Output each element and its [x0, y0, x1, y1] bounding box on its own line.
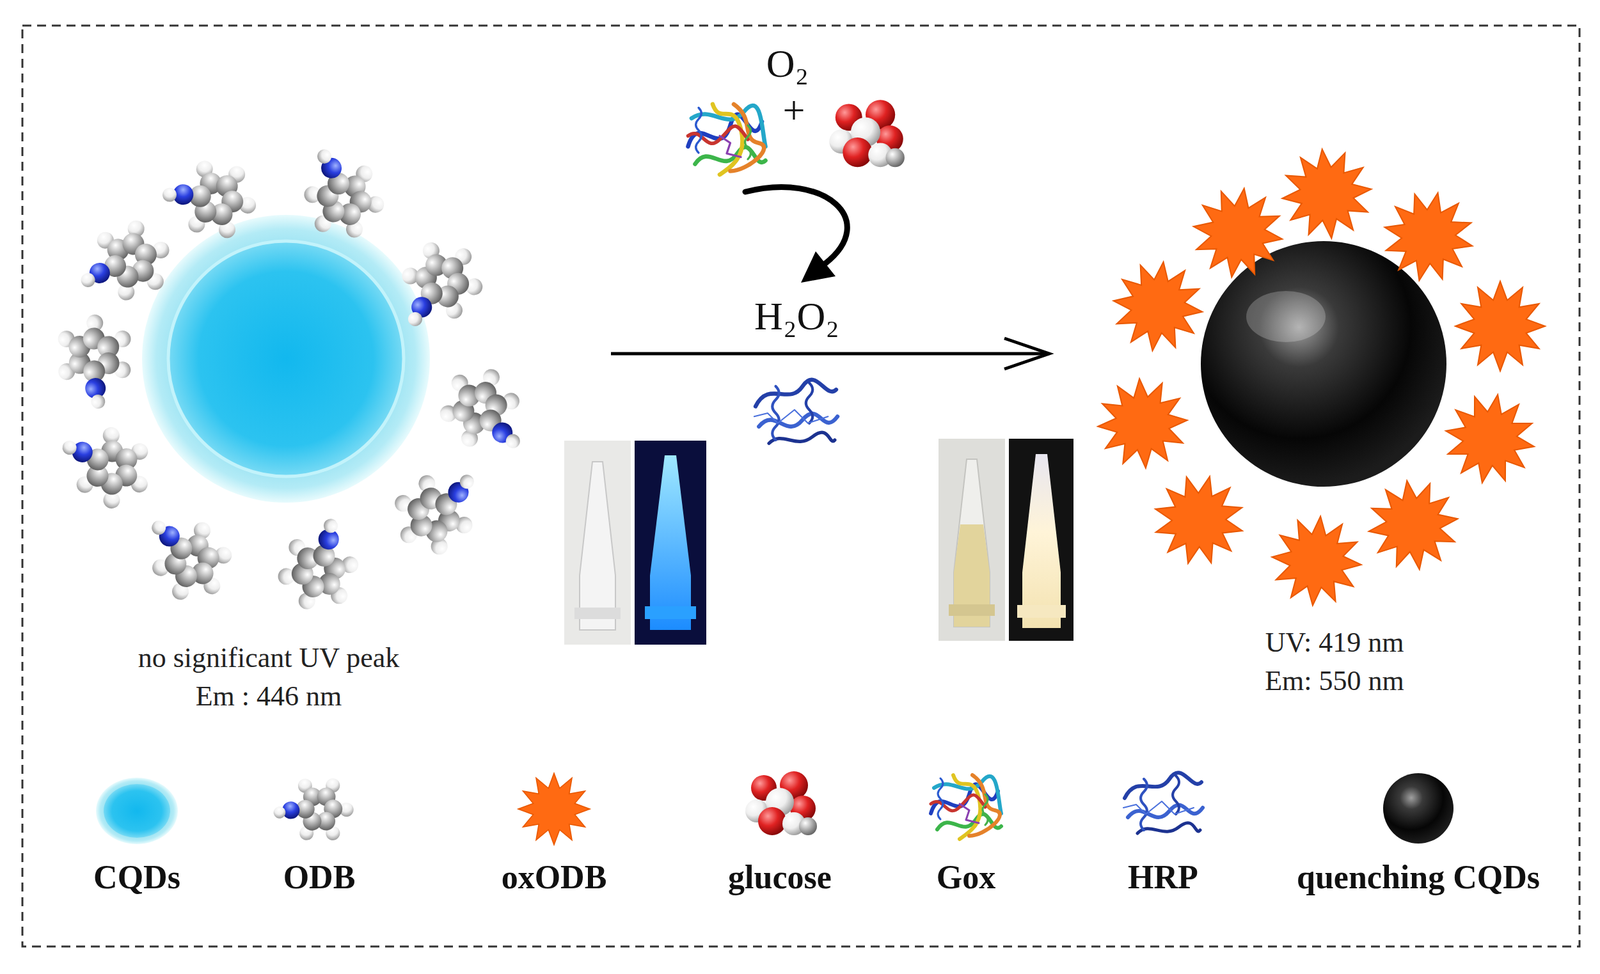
- caption-text: Em: 550 nm: [1264, 662, 1405, 701]
- reagent-label: O₂: [766, 39, 809, 88]
- art-part: [1022, 454, 1061, 629]
- legend-icons: [95, 760, 1454, 855]
- art-part: [1383, 773, 1454, 844]
- art-part: [518, 773, 590, 846]
- art-part: [564, 440, 631, 645]
- hrp-enzyme-icon: [754, 380, 838, 444]
- legend-item: quenching CQDs: [1296, 858, 1540, 897]
- art-part: [54, 408, 166, 520]
- art-part: [579, 461, 616, 631]
- curved-arrow: [745, 187, 848, 283]
- art-part: [953, 459, 990, 627]
- art-part: [268, 760, 364, 855]
- legend-item: oxODB: [501, 858, 608, 897]
- art-part: [1144, 465, 1254, 575]
- art-part: [1438, 387, 1542, 491]
- tube-photos-before: [564, 440, 707, 645]
- art-part: [155, 138, 270, 254]
- caption-text: no significant UV peak: [138, 639, 400, 678]
- art-part: [800, 251, 836, 283]
- art-part: [390, 467, 486, 562]
- art-part: [1267, 512, 1366, 610]
- legend-item: HRP: [1127, 858, 1199, 897]
- legend-text: quenching CQDs: [1296, 858, 1540, 897]
- art-part: [1375, 183, 1482, 290]
- art-part: [1200, 241, 1447, 487]
- tube-photos-after: [938, 438, 1074, 642]
- art-part: [948, 604, 995, 617]
- legend-text: CQDs: [93, 858, 181, 897]
- legend-item: Gox: [936, 858, 996, 897]
- art-part: [574, 607, 621, 620]
- art-part: [168, 241, 404, 477]
- art-part: [644, 606, 697, 620]
- art-part: [745, 771, 817, 836]
- gox-enzyme-icon: [688, 104, 766, 175]
- art-part: [649, 455, 691, 631]
- text-column: UV: 419 nmEm: 550 nm: [1264, 623, 1405, 701]
- art-part: [103, 784, 171, 839]
- dashed-frame: [22, 25, 1580, 947]
- reagent-label: +: [783, 86, 806, 134]
- legend-text: Gox: [936, 858, 996, 897]
- legend-text: HRP: [1127, 858, 1199, 897]
- legend-text: glucose: [728, 858, 832, 897]
- art-part: [36, 303, 148, 415]
- caption-text: UV: 419 nm: [1264, 623, 1405, 663]
- art-part: [1108, 256, 1208, 357]
- art-part: [95, 777, 178, 845]
- legend-text: oxODB: [501, 858, 608, 897]
- art-part: [1246, 291, 1326, 343]
- arrow-shaft: [610, 352, 1050, 356]
- art-part: [930, 775, 1002, 840]
- oxodb-stars: [1094, 144, 1545, 610]
- art-part: [1094, 375, 1190, 471]
- art-part: [745, 187, 848, 264]
- art-part: [144, 509, 238, 604]
- quenched-dot: [1200, 241, 1447, 487]
- edge-label-wrap: H₂O₂: [754, 293, 840, 340]
- art-part: [1455, 281, 1545, 372]
- edge-label: H₂O₂: [754, 293, 840, 340]
- art-part: [634, 440, 707, 645]
- art-part: [938, 438, 1006, 642]
- sample-node: no significant UV peakEm : 446 nm: [38, 147, 611, 723]
- art-part: [264, 511, 380, 626]
- caption-text: Em : 446 nm: [138, 677, 400, 716]
- odb-molecules: [36, 138, 528, 626]
- carbon-quantum-dot: [142, 214, 430, 503]
- art-part: [1362, 474, 1464, 576]
- label-wrap: O₂: [766, 39, 809, 88]
- reaction-arrow: [610, 338, 1050, 370]
- arrow-head: [1004, 338, 1050, 370]
- art-part: [385, 230, 491, 334]
- glucose-icon: [829, 99, 905, 167]
- art-part: [78, 213, 174, 307]
- art-part: [1277, 144, 1377, 244]
- legend-text: ODB: [283, 858, 356, 897]
- legend-item: CQDs: [93, 858, 181, 897]
- art-part: [1017, 605, 1066, 618]
- legend-item: ODB: [283, 858, 356, 897]
- label-wrap: +: [783, 86, 806, 134]
- art-part: [142, 214, 430, 503]
- art-part: [1123, 772, 1203, 834]
- art-part: [1008, 438, 1074, 642]
- art-part: [298, 147, 392, 242]
- legend-item: glucose: [728, 858, 832, 897]
- art-part: [433, 365, 528, 460]
- text-column: no significant UV peakEm : 446 nm: [138, 639, 400, 716]
- art-part: [169, 242, 403, 476]
- sample-node: UV: 419 nmEm: 550 nm: [1049, 147, 1581, 723]
- art-part: [1187, 182, 1289, 284]
